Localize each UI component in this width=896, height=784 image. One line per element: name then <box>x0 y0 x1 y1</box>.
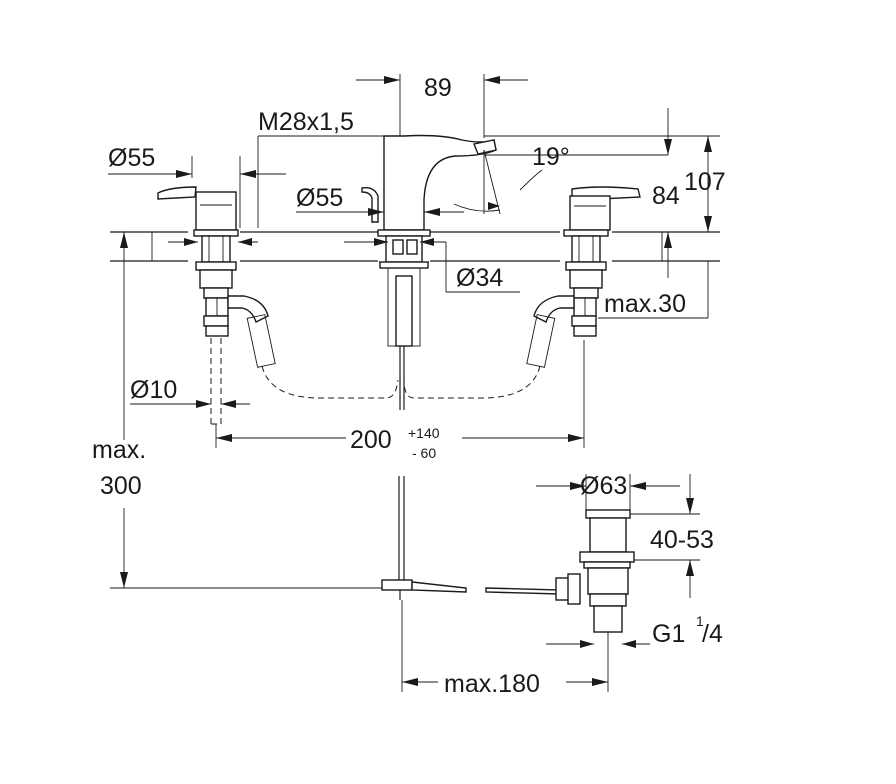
pop-up-waste <box>381 476 635 633</box>
label-thread: M28x1,5 <box>258 108 354 136</box>
label-max-length-2: 300 <box>100 472 142 500</box>
center-spout <box>361 134 497 410</box>
label-center-diameter: Ø55 <box>296 184 343 212</box>
dimension-lines <box>108 74 720 692</box>
label-waste-range: 40-53 <box>650 526 714 554</box>
connecting-hoses <box>261 365 541 399</box>
label-hole-diameter: Ø34 <box>456 264 503 292</box>
label-thread-g-den: /4 <box>702 620 723 648</box>
label-spacing: 200 <box>350 426 392 454</box>
dimension-labels: 89 M28x1,5 Ø55 Ø55 19° 107 84 Ø34 max.30… <box>92 74 726 698</box>
label-lever-diameter: Ø55 <box>108 144 155 172</box>
label-spacing-plus: +140 <box>408 425 440 441</box>
label-thread-g: G1 <box>652 620 685 648</box>
label-tube-diameter: Ø10 <box>130 376 177 404</box>
right-handle <box>526 186 641 368</box>
label-max-reach: max.180 <box>444 670 540 698</box>
label-waste-diameter: Ø63 <box>580 472 627 500</box>
label-height-84: 84 <box>652 182 680 210</box>
label-max-length-1: max. <box>92 436 146 464</box>
label-height-107: 107 <box>684 168 726 196</box>
label-spout-angle: 19° <box>532 143 570 171</box>
left-handle <box>157 186 276 425</box>
label-max-thickness: max.30 <box>604 290 686 318</box>
label-thread-g-num: 1 <box>696 613 704 629</box>
label-spacing-minus: - 60 <box>412 445 436 461</box>
label-89: 89 <box>424 74 452 102</box>
